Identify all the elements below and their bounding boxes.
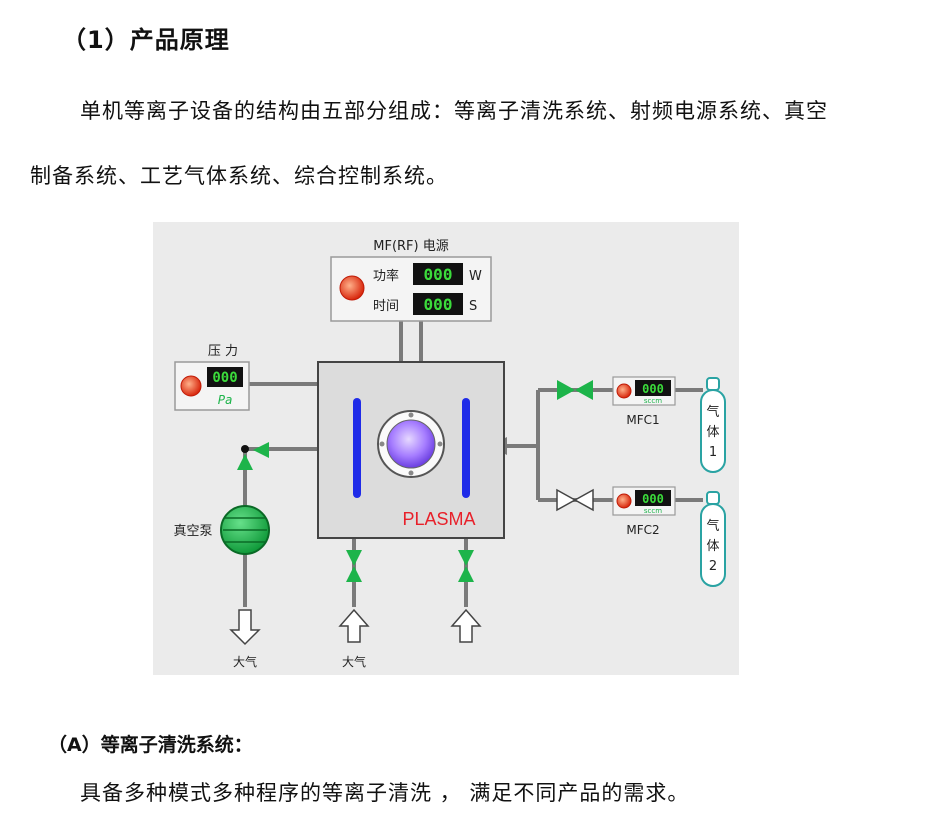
plasma-chamber: PLASMA	[317, 361, 505, 539]
pressure-title: 压 力	[208, 344, 238, 359]
subsection-heading: （A）等离子清洗系统：	[48, 734, 253, 756]
pump-valve	[237, 454, 253, 470]
exhaust-atmosphere-label: 大气	[233, 654, 257, 669]
inlet-atmosphere-label: 大气	[342, 654, 366, 669]
intro-paragraph-line1: 单机等离子设备的结构由五部分组成：等离子清洗系统、射频电源系统、真空	[80, 99, 828, 123]
intro-paragraph-line2: 制备系统、工艺气体系统、综合控制系统。	[30, 164, 448, 188]
inlet-right-arrow	[450, 608, 482, 643]
mfc2: 000 sccm MFC2	[612, 486, 676, 537]
inlet-right-valve	[458, 550, 474, 582]
vacuum-pump-branch: 真空泵 大气	[173, 442, 270, 669]
pump-label: 真空泵	[173, 524, 212, 539]
electrode-left	[353, 398, 361, 498]
gas-valves	[556, 380, 594, 512]
rf-indicator	[339, 275, 365, 301]
plasma-system-diagram: MF(RF) 电源 功率 000 W 时间 000 S 压 力 000 Pa P…	[153, 222, 739, 675]
subsection-paragraph: 具备多种模式多种程序的等离子清洗 ， 满足不同产品的需求。	[80, 781, 690, 805]
exhaust-arrow	[229, 609, 261, 646]
mfc1-value: 000	[642, 382, 664, 396]
rf-power-supply: MF(RF) 电源 功率 000 W 时间 000 S	[330, 239, 492, 322]
gas2-char-3: 2	[709, 559, 717, 574]
gas1-char-1: 气	[706, 404, 719, 420]
gas-bottle-1: 气 体 1	[700, 377, 726, 473]
section-heading: （1）产品原理	[62, 26, 230, 54]
time-label: 时间	[373, 299, 399, 314]
mfc2-indicator	[616, 493, 632, 509]
inlet-left-arrow	[338, 608, 370, 643]
power-value: 000	[424, 265, 453, 284]
mfc2-label: MFC2	[626, 523, 659, 537]
gas1-valve	[557, 380, 593, 400]
gas2-valve	[556, 488, 594, 512]
gas1-char-2: 体	[706, 425, 719, 440]
gas2-char-2: 体	[706, 539, 719, 554]
inlet-left-valve	[346, 550, 362, 582]
pressure-value: 000	[212, 370, 237, 386]
mfc1-unit: sccm	[644, 397, 662, 405]
gas2-char-1: 气	[706, 518, 719, 534]
pressure-display	[207, 367, 243, 387]
time-unit: S	[469, 299, 477, 314]
gas1-char-3: 1	[709, 445, 717, 460]
mfc1: 000 sccm MFC1	[612, 376, 676, 427]
viewport-window	[386, 419, 436, 469]
pressure-unit: Pa	[218, 393, 233, 407]
gas-bottle-2: 气 体 2	[700, 491, 726, 587]
atmosphere-inlets: 大气	[338, 550, 482, 669]
power-label: 功率	[373, 268, 399, 284]
electrode-right	[462, 398, 470, 498]
mfc1-label: MFC1	[626, 413, 659, 427]
junction-dot	[241, 445, 249, 453]
power-display	[413, 263, 463, 285]
time-value: 000	[424, 295, 453, 314]
mfc1-indicator	[616, 383, 632, 399]
rf-title: MF(RF) 电源	[373, 239, 448, 254]
pressure-gauge: 压 力 000 Pa	[174, 344, 250, 411]
plasma-label: PLASMA	[402, 509, 475, 529]
mfc2-value: 000	[642, 492, 664, 506]
pressure-indicator	[180, 375, 202, 397]
mfc2-unit: sccm	[644, 507, 662, 515]
power-unit: W	[469, 269, 482, 284]
time-display	[413, 293, 463, 315]
pump-check-arrow	[253, 442, 269, 458]
